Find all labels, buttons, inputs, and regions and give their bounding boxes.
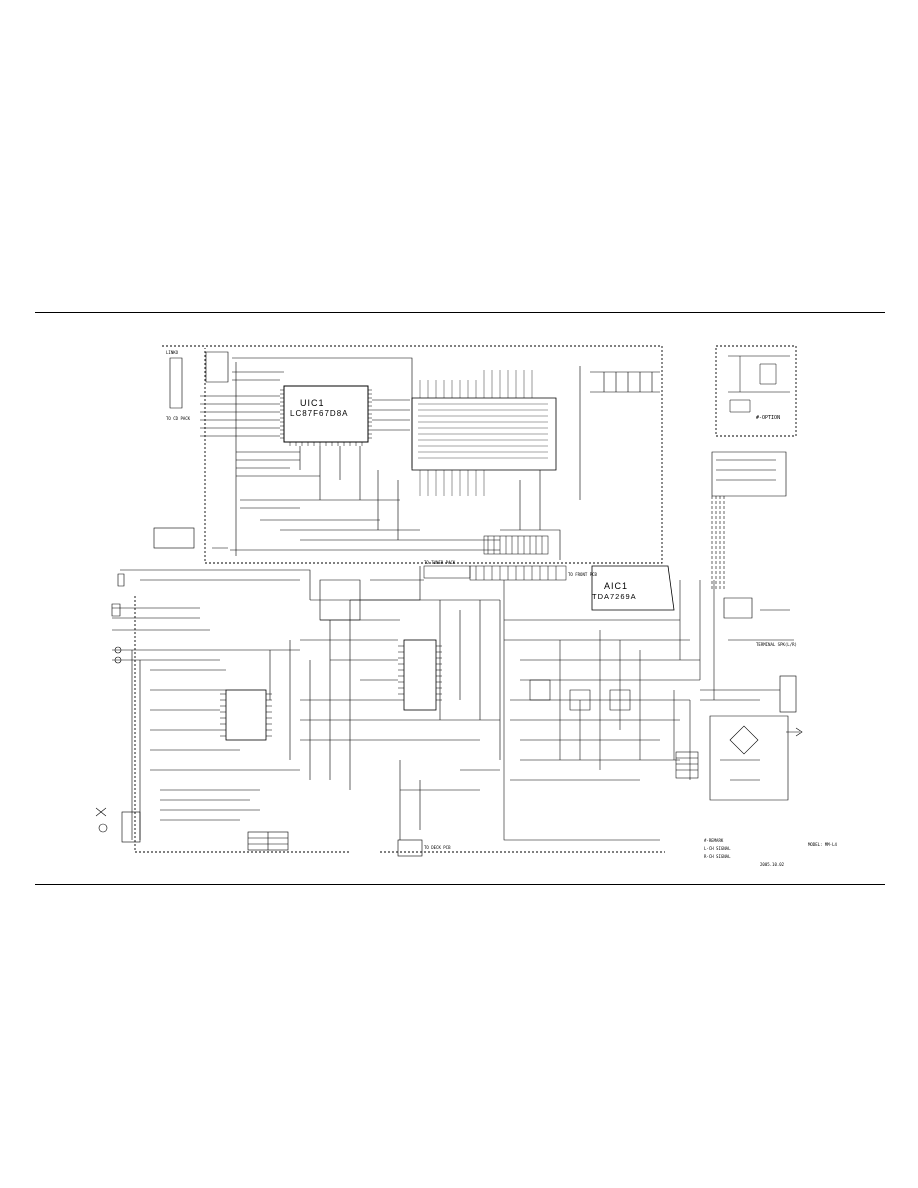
- ic-main-part: LC87F67D8A: [290, 409, 349, 418]
- bottom-rule: [35, 884, 885, 885]
- ic-amp-ref: AIC1: [604, 581, 629, 591]
- label-top-left-connector: LINKO: [166, 350, 179, 355]
- label-to-cd-pack: TO CD PACK: [166, 416, 191, 421]
- label-date: 2005.10.02: [760, 862, 785, 867]
- ic-main-ref: UIC1: [300, 398, 325, 408]
- label-to-deck-pcb: TO DECK PCB: [424, 845, 451, 850]
- legend-l-ch: L-CH SIGNAL: [704, 846, 731, 851]
- label-to-front-pcb: TO FRONT PCB: [568, 572, 597, 577]
- label-option-box: #-OPTION: [756, 415, 781, 421]
- label-terminal: TERMINAL SPK(L/R): [756, 642, 797, 647]
- legend-remark: #-REMARK: [704, 838, 724, 843]
- label-to-tuner-pack: TO TUNER PACK: [424, 560, 456, 565]
- top-rule: [35, 312, 885, 313]
- label-model: MODEL: MM-L4: [808, 842, 837, 847]
- legend-r-ch: R-CH SIGNAL: [704, 854, 731, 859]
- ic-amp-part: TDA7269A: [592, 592, 637, 601]
